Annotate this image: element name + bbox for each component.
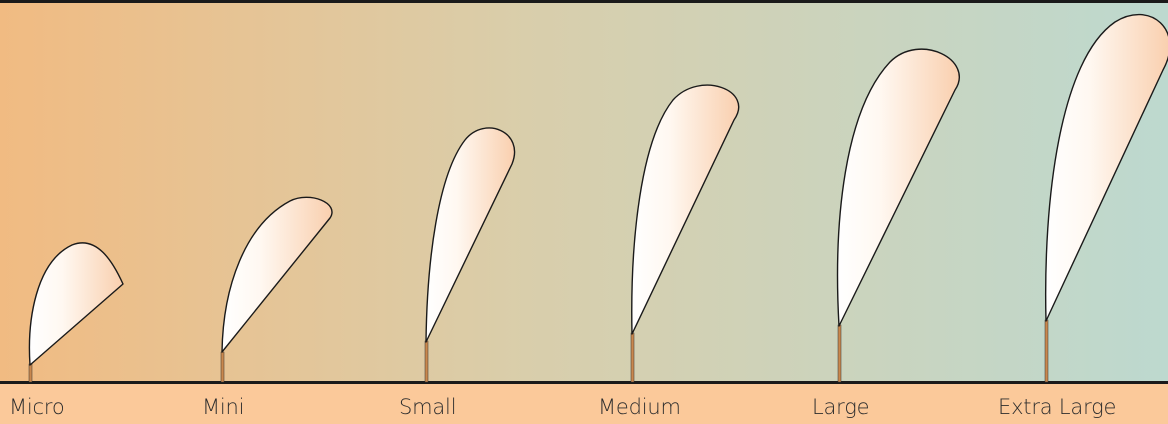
label-extra-large: Extra Large (998, 395, 1116, 419)
flag-pole (1045, 320, 1048, 382)
background-panel (0, 0, 1168, 383)
size-labels: Micro Mini Small Medium Large Extra Larg… (0, 383, 1168, 424)
label-large: Large (812, 395, 869, 419)
label-small: Small (399, 395, 456, 419)
flag-pole (631, 333, 634, 382)
label-micro: Micro (9, 395, 65, 419)
flag-pole (29, 364, 32, 382)
label-medium: Medium (598, 395, 681, 419)
label-mini: Mini (202, 395, 244, 419)
flag-pole (838, 325, 841, 382)
flag-pole (221, 352, 224, 382)
flag-pole (425, 341, 428, 382)
